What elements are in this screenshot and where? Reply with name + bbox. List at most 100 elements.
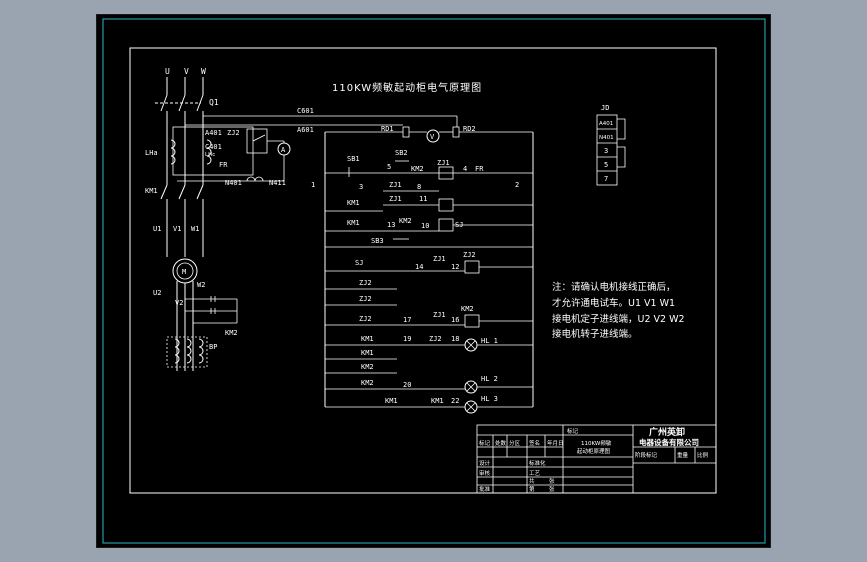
tb-design: 设计 — [479, 459, 491, 467]
v2-label: V2 — [175, 299, 183, 307]
km1-hl3a-label: KM1 — [385, 397, 398, 405]
tb-sheets: 张 — [549, 477, 555, 485]
phase-u-label: U — [165, 67, 170, 76]
sb3-label: SB3 — [371, 237, 384, 245]
sj-coil — [438, 218, 454, 232]
tb-company-1: 广州英卸 — [649, 426, 685, 438]
tb-sign: 签名 — [529, 439, 540, 447]
tb-scale: 比例 — [697, 451, 709, 459]
zj2-row2-label: ZJ2 — [359, 295, 372, 303]
voltmeter-label: V — [430, 133, 435, 141]
u1-label: U1 — [153, 225, 161, 233]
node-19-label: 19 — [403, 335, 411, 343]
km1-no-label: KM1 — [347, 219, 360, 227]
zj1-coil-label: ZJ1 — [437, 159, 450, 167]
km1-hl3b-label: KM1 — [431, 397, 444, 405]
node-10-label: 10 — [421, 222, 429, 230]
c401-label: C401 — [205, 143, 222, 151]
ct-label: LHa — [145, 149, 158, 157]
inner-border — [129, 47, 717, 494]
tb-approve: 批准 — [479, 485, 491, 493]
motor-label: M — [182, 268, 186, 276]
tb-date: 年月日 — [547, 439, 564, 447]
zj2-coil — [464, 260, 480, 274]
fr-label: FR — [219, 161, 228, 169]
node-13-label: 13 — [387, 221, 395, 229]
node-8-label: 8 — [417, 183, 421, 191]
schematic-canvas: 110KW频敏起动柜电气原理图 U V W Q1 LHa A401 ZJ2 C4… — [102, 18, 766, 544]
node-4-label: 4 — [463, 165, 467, 173]
zj2-coil-label: ZJ2 — [463, 251, 476, 259]
sj-contact-label: SJ — [355, 259, 363, 267]
bp-label: BP — [209, 343, 217, 351]
tb-total: 共 — [529, 477, 535, 485]
node-17-label: 17 — [403, 316, 411, 324]
wire-2-label: 2 — [515, 181, 519, 189]
tb-zone: 分区 — [509, 439, 521, 447]
node-3-label: 3 — [359, 183, 363, 191]
node-11-label: 11 — [419, 195, 427, 203]
zj1-row2-label: ZJ1 — [433, 311, 446, 319]
breaker-label: Q1 — [209, 98, 219, 107]
km2-hl2-label: KM2 — [361, 379, 374, 387]
ammeter-label: A — [281, 146, 286, 154]
drawing-sheet: 110KW频敏起动柜电气原理图 U V W Q1 LHa A401 ZJ2 C4… — [96, 14, 771, 548]
note-line-4: 接电机转子进线端。 — [552, 328, 638, 340]
node-14-label: 14 — [415, 263, 423, 271]
hl3-label: HL 3 — [481, 395, 498, 403]
jd-item-3: 3 — [604, 147, 608, 155]
n411-label: N411 — [269, 179, 286, 187]
node-12-label: 12 — [451, 263, 459, 271]
rd2-label: RD2 — [463, 125, 476, 133]
drawing-title: 110KW频敏起动柜电气原理图 — [332, 81, 482, 94]
phase-w-label: W — [201, 67, 206, 76]
km2-main-label: KM2 — [225, 329, 238, 337]
zj2-contact-label: ZJ2 — [227, 129, 240, 137]
tb-company-2: 电器设备有限公司 — [639, 437, 699, 447]
node-22-label: 22 — [451, 397, 459, 405]
tb-stage: 阶段标记 — [635, 451, 658, 459]
w2-label: W2 — [197, 281, 205, 289]
km2-coil-label: KM2 — [461, 305, 474, 313]
note-line-3: 接电机定子进线端，U2 V2 W2 — [552, 313, 685, 325]
sb1-label: SB1 — [347, 155, 360, 163]
tb-weight: 重量 — [677, 451, 689, 459]
w1-label: W1 — [191, 225, 199, 233]
fr-contact-label: FR — [475, 165, 484, 173]
tb-process: 工艺 — [529, 470, 541, 477]
km1-coil — [438, 198, 454, 212]
tb-review: 审核 — [479, 469, 491, 477]
jd-item-5: 7 — [604, 175, 608, 183]
tb-standard: 标准化 — [529, 459, 546, 467]
note-line-2: 才允许通电试车。U1 V1 W1 — [552, 297, 675, 309]
a401-label: A401 — [205, 129, 222, 137]
node-16-label: 16 — [451, 316, 459, 324]
n401-label: N401 — [225, 179, 242, 187]
node-5-label: 5 — [387, 163, 391, 171]
outer-frame — [102, 18, 766, 544]
phase-v-label: V — [184, 67, 189, 76]
km1-main-label: KM1 — [145, 187, 158, 195]
km1-row-label: KM1 — [361, 349, 374, 357]
c601-label: C601 — [297, 107, 314, 115]
terminal-block-label: JD — [601, 104, 609, 112]
wire-1-label: 1 — [311, 181, 315, 189]
notes: 注：请确认电机接线正确后， 才允许通电试车。U1 V1 W1 接电机定子进线端，… — [552, 281, 685, 340]
zj1-nc-label: ZJ1 — [389, 181, 402, 189]
zj2-row3-label: ZJ2 — [359, 315, 372, 323]
tb-drawing-name-1: 110KW频敏 — [581, 439, 612, 447]
km2-row-label: KM2 — [361, 363, 374, 371]
hl2-label: HL 2 — [481, 375, 498, 383]
km2-nc2-label: KM2 — [399, 217, 412, 225]
control-circuit: SB1 SB2 3 5 KM2 ZJ1 4 FR ZJ1 8 ZJ1 11 KM… — [325, 149, 533, 414]
v1-label: V1 — [173, 225, 181, 233]
tb-drawing-name-2: 起动柜原理图 — [577, 447, 611, 455]
zj2-hl1-label: ZJ2 — [429, 335, 442, 343]
hl1-label: HL 1 — [481, 337, 498, 345]
zj1-row-label: ZJ1 — [433, 255, 446, 263]
note-line-1: 注：请确认电机接线正确后， — [552, 281, 676, 293]
title-block: 标记 110KW频敏 起动柜原理图 广州英卸 电器设备有限公司 标记 处数 分区… — [476, 424, 717, 494]
tb-header: 标记 — [567, 427, 579, 435]
voltmeter-icon — [426, 129, 440, 143]
km2-coil — [464, 314, 480, 328]
